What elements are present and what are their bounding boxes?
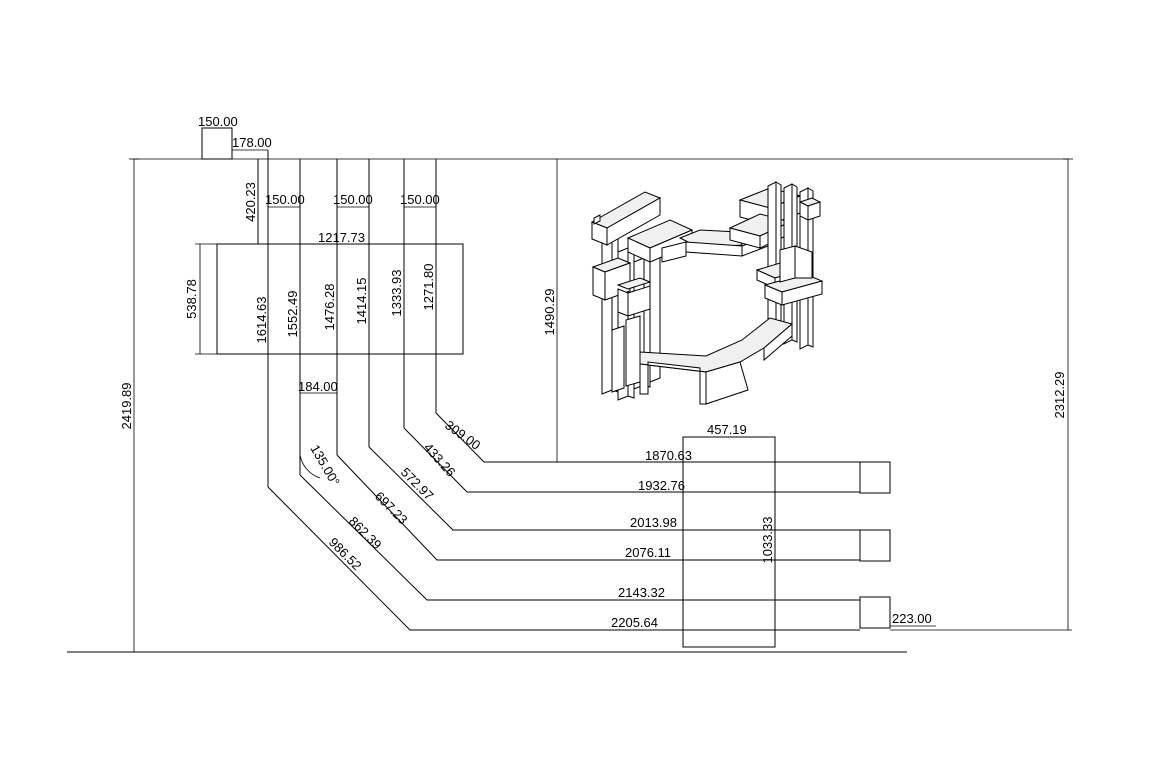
gap-label: 184.00 — [298, 379, 338, 394]
horizontal-1-label: 1870.63 — [645, 448, 692, 463]
diag-2-label: 433.26 — [421, 440, 459, 480]
angle-arc — [299, 454, 321, 479]
angle-label: 135.00° — [307, 442, 342, 488]
diag-4-label: 697.23 — [372, 489, 411, 528]
right-box-height-label: 1033.33 — [760, 517, 775, 564]
diag-3-label: 572.97 — [398, 465, 437, 504]
box-height-label: 538.78 — [184, 279, 199, 319]
mid-height-label: 1490.29 — [542, 289, 557, 336]
top-offset-label: 178.00 — [232, 135, 272, 150]
diag-5-label: 862.39 — [346, 514, 385, 553]
spacing-2-label: 150.00 — [333, 192, 373, 207]
vertical-1-label: 1614.63 — [254, 297, 269, 344]
mid-height-dimension: 1490.29 — [542, 159, 562, 463]
spacing-1-label: 150.00 — [265, 192, 305, 207]
vertical-4-label: 1414.15 — [354, 278, 369, 325]
spacing-3-label: 150.00 — [400, 192, 440, 207]
overall-height-label: 2419.89 — [119, 383, 134, 430]
end-square-2 — [859, 529, 891, 562]
right-height-label: 2312.29 — [1052, 372, 1067, 419]
horizontal-4-label: 2076.11 — [625, 545, 671, 560]
horizontal-6-label: 2205.64 — [611, 615, 658, 630]
top-square — [201, 127, 233, 160]
top-square-width-label: 150.00 — [198, 114, 238, 129]
horizontal-3-label: 2013.98 — [630, 515, 677, 530]
horizontal-5-label: 2143.32 — [618, 585, 665, 600]
vertical-5-label: 1333.93 — [389, 270, 404, 317]
top-to-box-label: 420.23 — [243, 182, 258, 222]
end-square-3 — [859, 596, 891, 629]
box-width-label: 1217.73 — [318, 230, 365, 245]
diag-6-label: 986.52 — [326, 535, 365, 574]
vertical-6-label: 1271.80 — [421, 264, 436, 311]
vertical-2-label: 1552.49 — [285, 291, 300, 338]
overall-height-dimension: 2419.89 — [119, 158, 139, 653]
isometric-structure — [590, 181, 824, 405]
horizontal-2-label: 1932.76 — [638, 478, 685, 493]
right-height-dimension: 2312.29 — [890, 158, 1073, 631]
end-square-1 — [859, 461, 891, 494]
right-box-width-label: 457.19 — [707, 422, 747, 437]
routing-lines — [267, 412, 860, 631]
vertical-3-label: 1476.28 — [322, 284, 337, 331]
diag-1-label: 309.00 — [442, 417, 483, 453]
end-square-label: 223.00 — [892, 611, 932, 626]
